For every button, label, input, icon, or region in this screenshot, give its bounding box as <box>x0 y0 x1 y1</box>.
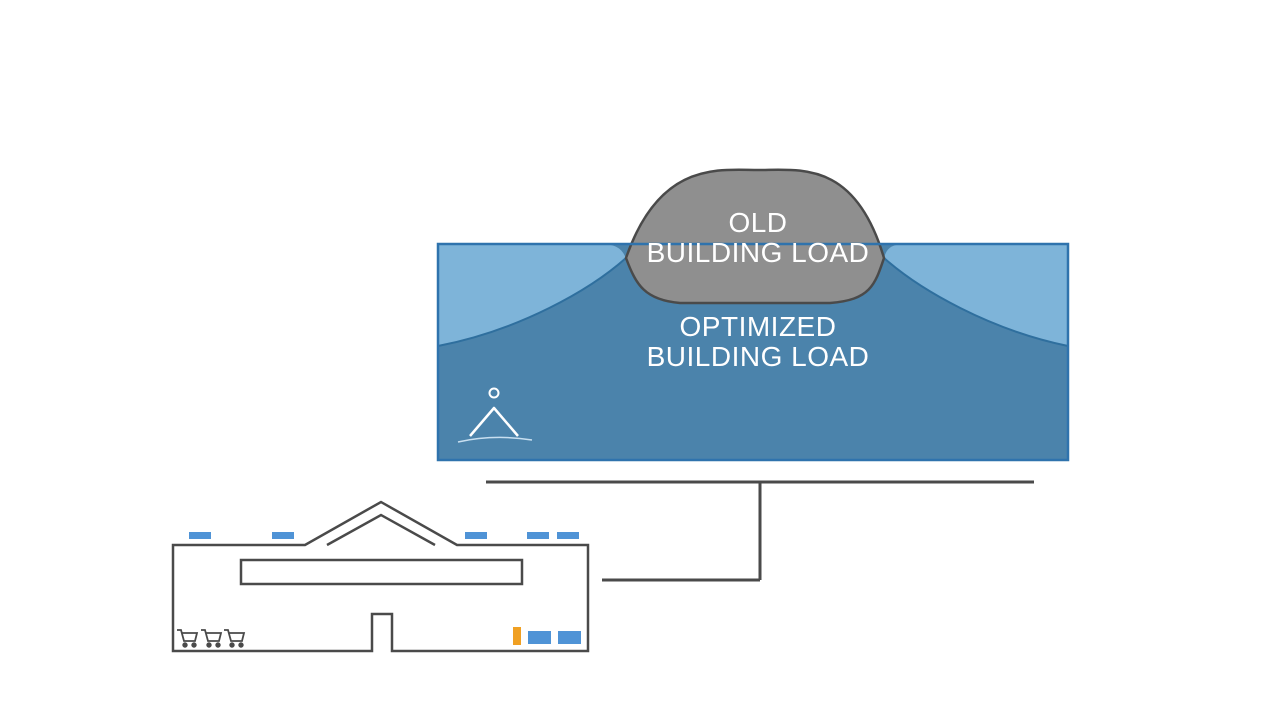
left-shoulder-area <box>438 244 626 346</box>
roof-panel <box>465 532 487 539</box>
chart-border <box>436 242 1070 462</box>
roof-triangle <box>326 513 436 547</box>
peak-logo-icon <box>457 387 533 443</box>
roof-panel <box>189 532 211 539</box>
right-shoulder-area <box>884 244 1068 346</box>
shopping-cart-icon <box>177 629 199 648</box>
optimized-load-label-line1: OPTIMIZED <box>680 311 837 342</box>
old-load-label-line2: BUILDING LOAD <box>647 237 870 268</box>
shopping-cart-icon <box>224 629 246 648</box>
old-load-label-line1: OLD <box>728 207 787 238</box>
load-chart: OLD BUILDING LOAD OPTIMIZED BUILDING LOA… <box>436 168 1070 462</box>
sign-band <box>239 558 524 586</box>
equipment-blue <box>528 631 551 644</box>
equipment-orange <box>513 627 521 645</box>
store-building-icon <box>171 500 590 653</box>
optimized-curve-right <box>883 257 1069 347</box>
shopping-cart-icon <box>201 629 223 648</box>
roof-panel <box>527 532 549 539</box>
optimized-load-label-line2: BUILDING LOAD <box>647 341 870 372</box>
roof-panel <box>557 532 579 539</box>
optimized-curve-left <box>437 257 627 347</box>
equipment-blue <box>558 631 581 644</box>
connector <box>486 480 1034 582</box>
old-load-peak <box>624 168 886 305</box>
roof-panel <box>272 532 294 539</box>
